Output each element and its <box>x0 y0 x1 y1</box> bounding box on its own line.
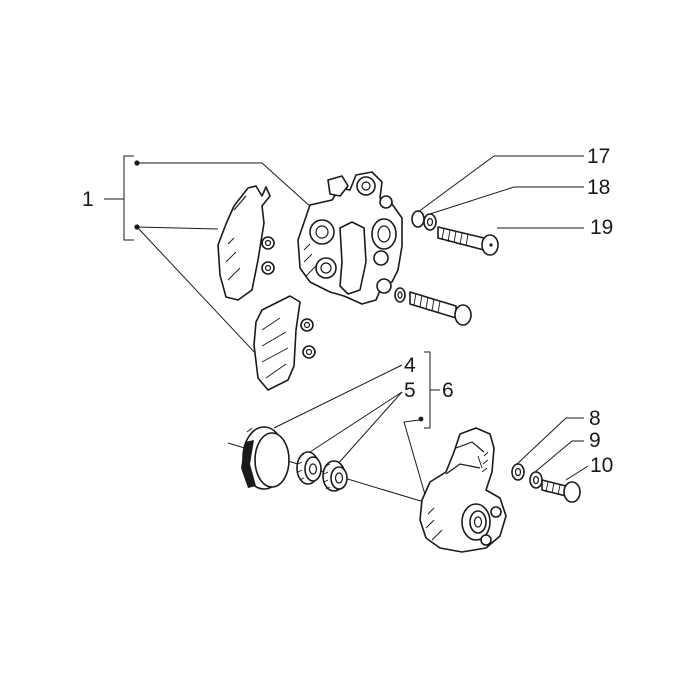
leader-lines-17-19 <box>417 155 584 229</box>
gear-bearing-2 <box>322 460 348 492</box>
brake-pad-upper <box>217 185 275 301</box>
brake-pad-lower <box>253 295 316 391</box>
split-ring-gear <box>241 426 290 490</box>
leader-lines-8-10 <box>516 417 589 481</box>
caliper-bolt-upper <box>411 210 499 256</box>
kit-bracket-1 <box>104 155 140 241</box>
callout-17: 17 <box>587 145 610 168</box>
callout-1: 1 <box>82 188 94 211</box>
kit-bracket-6 <box>418 351 440 429</box>
callout-9: 9 <box>589 429 601 452</box>
gear-bearing-1 <box>296 451 322 485</box>
washer-8 <box>511 463 525 481</box>
bolt-10 <box>541 479 581 503</box>
callout-5: 5 <box>404 379 416 402</box>
callout-18: 18 <box>587 176 610 199</box>
brake-caliper <box>297 171 403 305</box>
leader-lines-1 <box>136 162 313 357</box>
washer-9 <box>529 471 543 489</box>
gear-housing <box>419 427 507 553</box>
callout-4: 4 <box>404 354 416 377</box>
leader-lines-4-6 <box>273 364 427 499</box>
caliper-bolt-lower <box>394 287 472 326</box>
callout-10: 10 <box>590 454 613 477</box>
callout-19: 19 <box>590 216 613 239</box>
callout-6: 6 <box>442 379 454 402</box>
callout-8: 8 <box>589 407 601 430</box>
